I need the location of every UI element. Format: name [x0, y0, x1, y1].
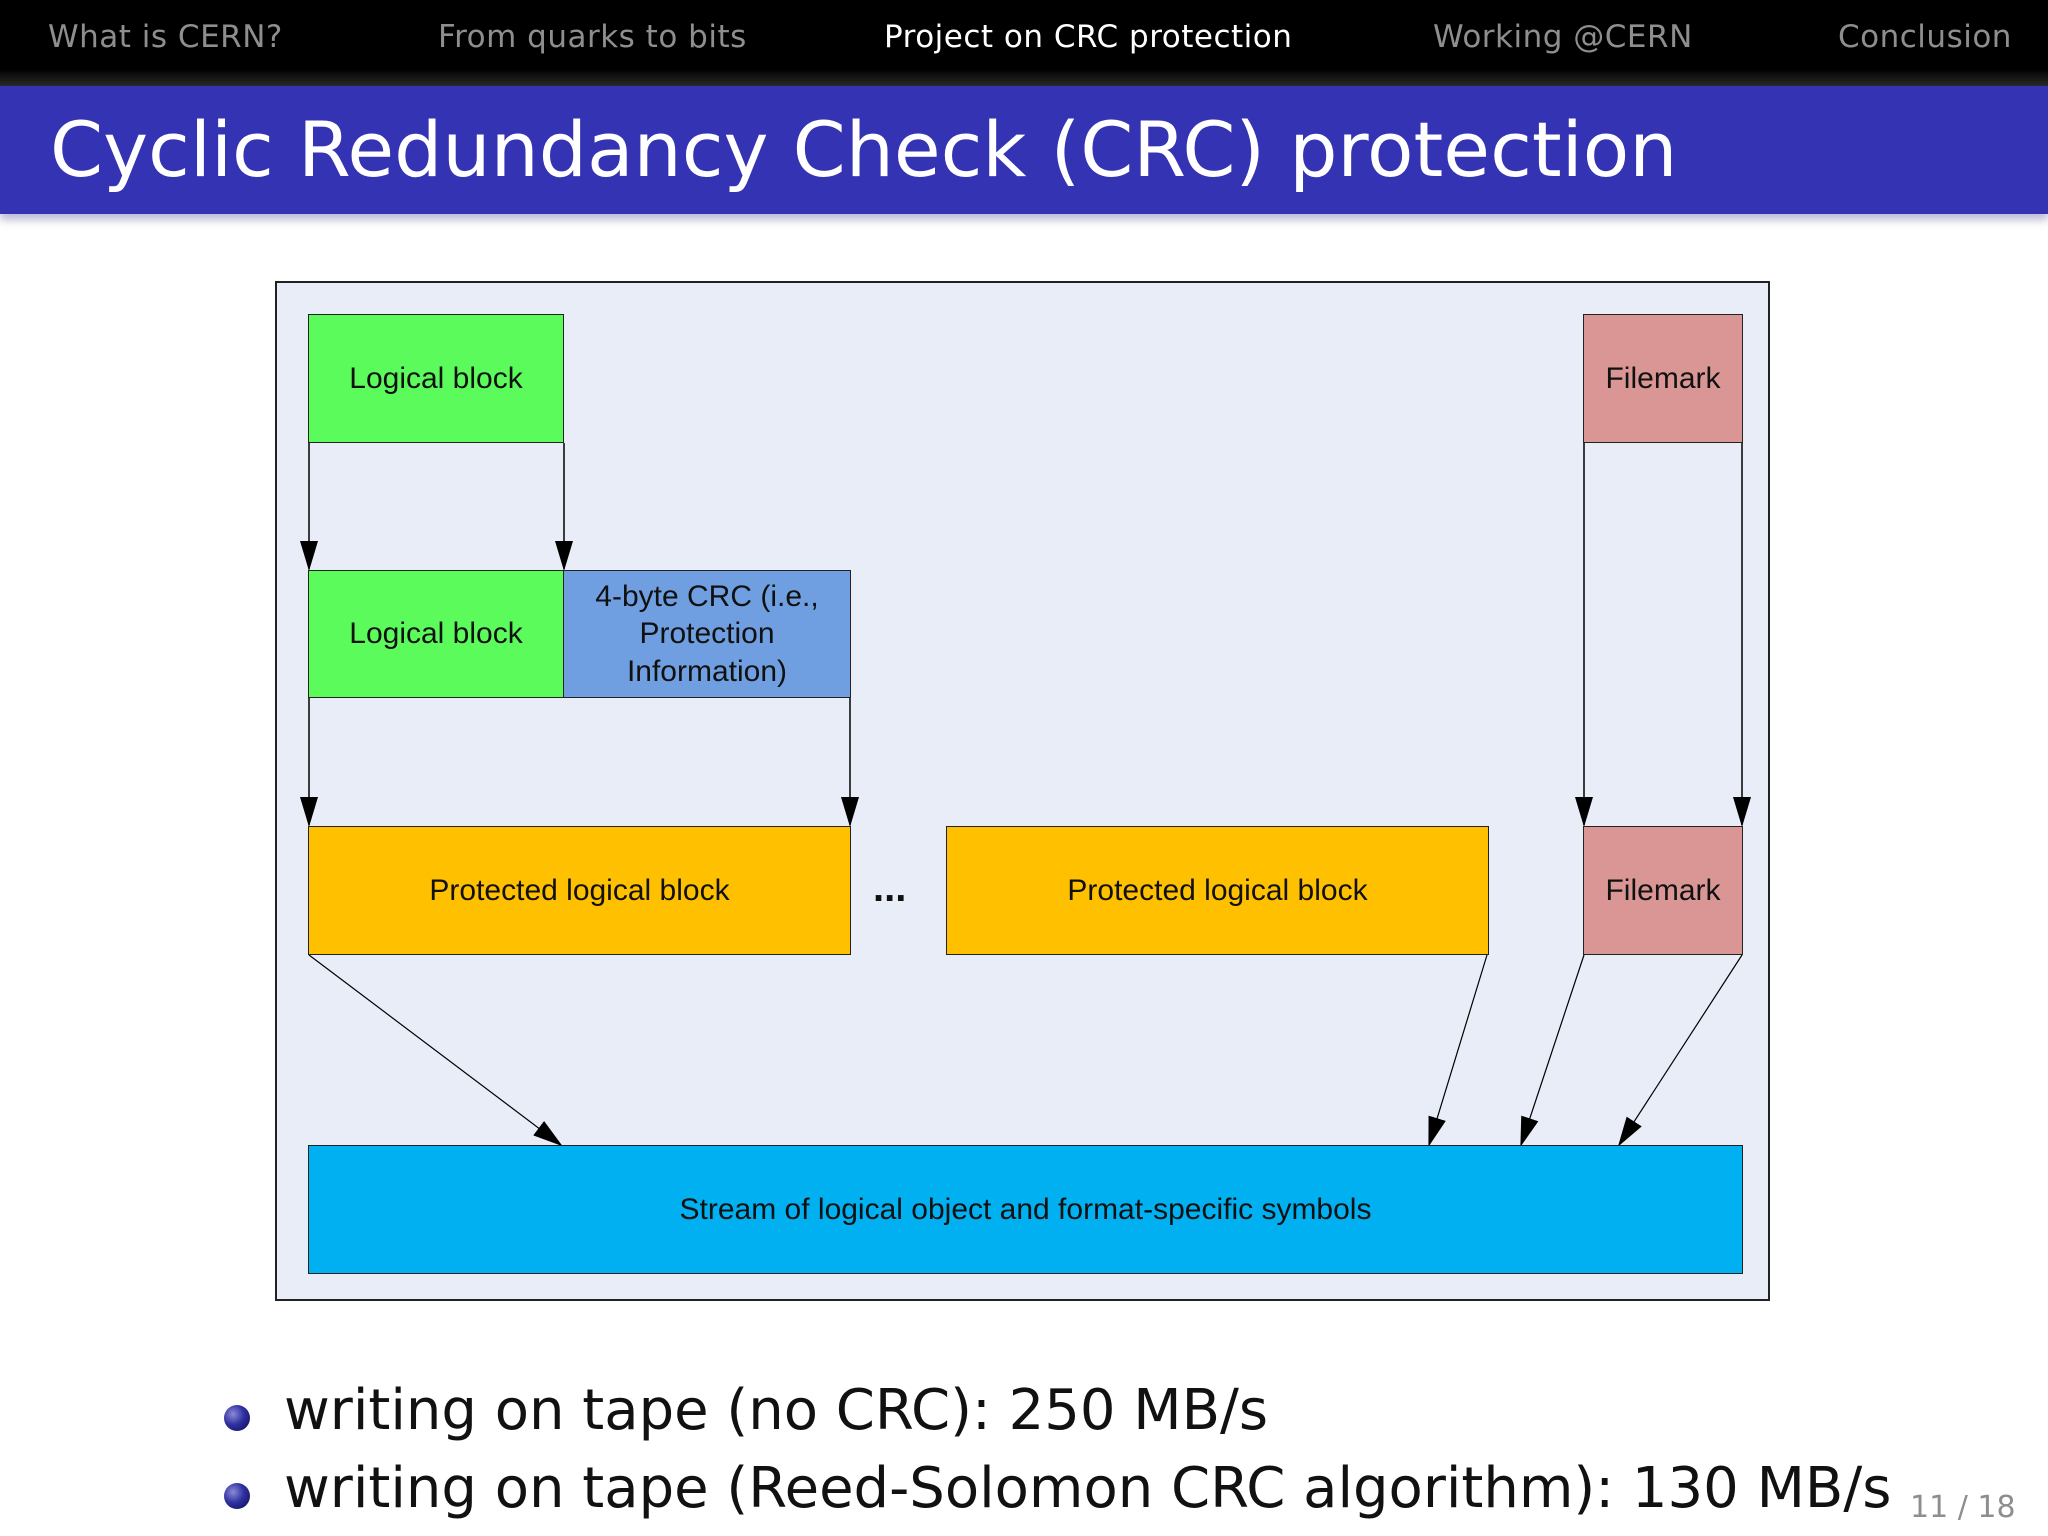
protected-logical-block-2: Protected logical block [946, 826, 1489, 955]
ellipsis: ... [873, 866, 907, 910]
filemark-top: Filemark [1583, 314, 1743, 443]
nav-item-what-is-cern[interactable]: What is CERN? [48, 19, 283, 55]
crc-protection-information: 4-byte CRC (i.e., Protection Information… [563, 570, 851, 698]
bullet-item: writing on tape (Reed-Solomon CRC algori… [222, 1458, 1891, 1536]
logical-block: Logical block [308, 570, 564, 698]
page-number: 11 / 18 [1910, 1490, 2016, 1525]
stream-of-symbols: Stream of logical object and format-spec… [308, 1145, 1743, 1274]
logical-block-top: Logical block [308, 314, 564, 443]
title-bar: Cyclic Redundancy Check (CRC) protection [0, 86, 2048, 214]
filemark-bottom: Filemark [1583, 826, 1743, 955]
connector-stream-4 [1617, 954, 1743, 1147]
bullet-icon [224, 1405, 250, 1431]
nav-item-conclusion[interactable]: Conclusion [1838, 19, 2012, 55]
nav-item-from-quarks-to-bits[interactable]: From quarks to bits [438, 19, 747, 55]
crc-diagram: Logical block Filemark Logical block 4-b… [275, 281, 1770, 1301]
navigation-bar: What is CERN? From quarks to bits Projec… [0, 0, 2048, 86]
diagram-connectors [300, 443, 1751, 1147]
nav-item-project-on-crc-protection[interactable]: Project on CRC protection [884, 19, 1293, 55]
bullet-icon [224, 1483, 250, 1509]
slide-title: Cyclic Redundancy Check (CRC) protection [50, 105, 1678, 194]
nav-item-working-at-cern[interactable]: Working @CERN [1433, 19, 1693, 55]
connector-stream-1 [308, 954, 563, 1147]
bullet-item: writing on tape (no CRC): 250 MB/s [222, 1380, 1891, 1458]
bullet-text: writing on tape (no CRC): 250 MB/s [284, 1378, 1269, 1443]
connector-stream-2 [1428, 954, 1488, 1147]
bullet-list: writing on tape (no CRC): 250 MB/s writi… [222, 1380, 1891, 1536]
bullet-text: writing on tape (Reed-Solomon CRC algori… [284, 1456, 1892, 1521]
connector-stream-3 [1520, 954, 1585, 1147]
protected-logical-block-1: Protected logical block [308, 826, 851, 955]
